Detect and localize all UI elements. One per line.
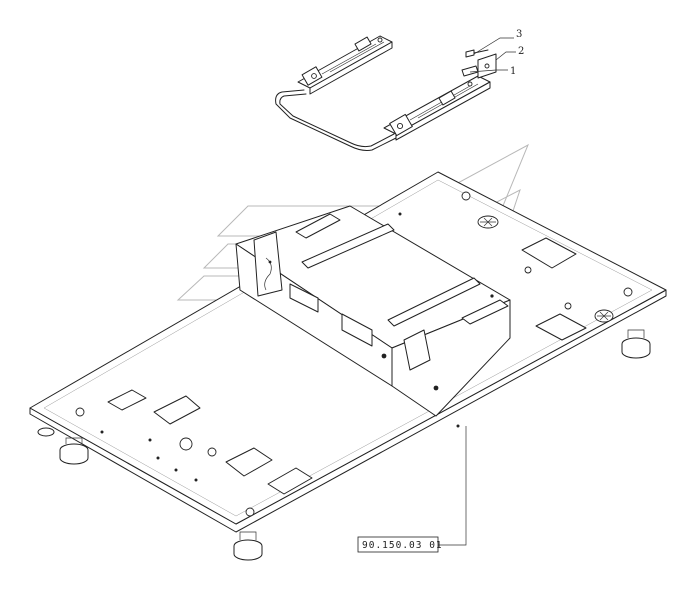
- foot-front: [233, 531, 263, 561]
- reference-box: [357, 536, 439, 553]
- seat-slide-rail-assembly: [275, 35, 491, 151]
- reference-code: 90.150.03 01: [362, 540, 443, 551]
- foot-left: [59, 437, 89, 465]
- foot-right: [621, 329, 651, 359]
- callout-3: 3: [516, 29, 522, 40]
- fastener-parts: [461, 49, 497, 79]
- plate-openings: [75, 191, 633, 517]
- callout-leaders: [469, 37, 516, 73]
- seat-console: [235, 205, 511, 417]
- reference-label: 90.150.03 01: [357, 426, 467, 553]
- callout-1: 1: [510, 66, 516, 77]
- round-vents: [477, 215, 614, 323]
- callout-2: 2: [518, 46, 524, 57]
- foot-rear-small: [37, 427, 55, 437]
- mounting-feet: [37, 329, 651, 561]
